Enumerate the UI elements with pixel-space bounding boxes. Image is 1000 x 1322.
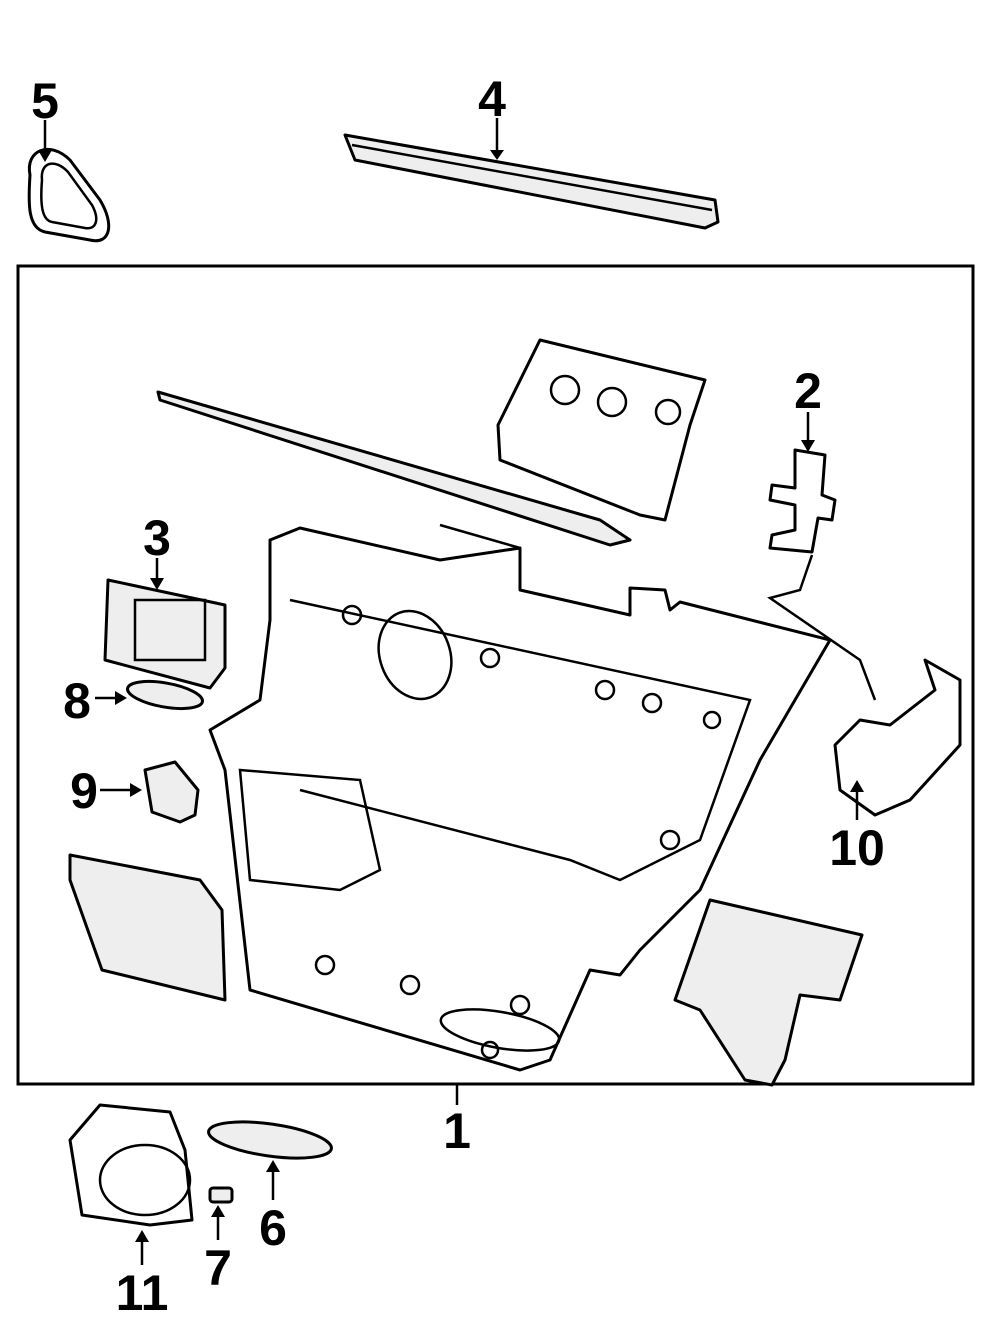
callout-7: 7 bbox=[204, 1240, 232, 1296]
part-11-speaker[interactable] bbox=[68, 1103, 194, 1227]
callout-9: 9 bbox=[70, 763, 98, 819]
part-7-bulb[interactable] bbox=[208, 1186, 234, 1204]
callout-2: 2 bbox=[794, 363, 822, 419]
lower-pocket[interactable] bbox=[673, 898, 864, 1087]
part-6-lamp[interactable] bbox=[206, 1116, 333, 1165]
map-pocket-cover[interactable] bbox=[68, 853, 227, 1002]
part-10-linkage[interactable] bbox=[767, 554, 962, 817]
callout-3: 3 bbox=[143, 510, 171, 566]
callout-5: 5 bbox=[31, 73, 59, 129]
part-2-bracket[interactable] bbox=[768, 448, 837, 554]
assembly-frame bbox=[16, 264, 975, 1086]
speaker-enclosure-upper[interactable] bbox=[496, 338, 707, 522]
part-5-bezel[interactable] bbox=[27, 147, 111, 243]
callout-10: 10 bbox=[829, 820, 885, 876]
part-9-switch[interactable] bbox=[143, 760, 200, 824]
callout-11: 11 bbox=[116, 1265, 169, 1321]
part-8-lens[interactable] bbox=[125, 677, 204, 714]
inner-belt-strip[interactable] bbox=[156, 390, 632, 547]
callout-4: 4 bbox=[478, 71, 506, 127]
leader-lines bbox=[38, 118, 864, 1265]
callout-1: 1 bbox=[443, 1103, 471, 1159]
callout-6: 6 bbox=[259, 1200, 287, 1256]
part-1-door-trim-panel[interactable] bbox=[208, 523, 832, 1072]
part-4-weatherstrip[interactable] bbox=[343, 133, 720, 230]
part-3-switch-housing[interactable] bbox=[103, 578, 227, 690]
callout-8: 8 bbox=[63, 673, 91, 729]
